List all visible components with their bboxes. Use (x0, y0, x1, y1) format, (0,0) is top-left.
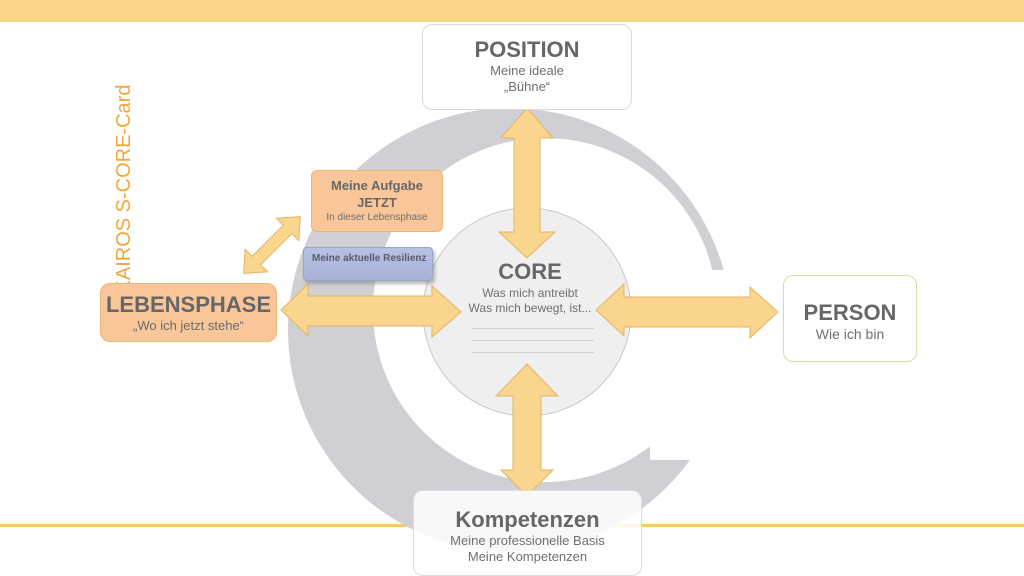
aufgabe-line1: Meine Aufgabe (331, 178, 423, 193)
core-line2: Was mich bewegt, ist... (468, 301, 592, 315)
lebensphase-box: LEBENSPHASE „Wo ich jetzt stehe“ (100, 283, 277, 342)
core-text: CORE Was mich antreibt Was mich bewegt, … (442, 258, 618, 316)
position-title: POSITION (474, 37, 580, 62)
arrow-lebensphase-core (280, 282, 462, 339)
core-writing-line (472, 352, 594, 353)
position-line2: „Bühne“ (503, 79, 551, 94)
resilienz-label: Meine aktuelle Resilienz (312, 253, 427, 264)
resilienz-box: Meine aktuelle Resilienz (303, 247, 433, 281)
core-title: CORE (498, 259, 562, 284)
top-band (0, 0, 1024, 22)
lebensphase-line1: „Wo ich jetzt stehe“ (132, 318, 245, 333)
core-writing-line (472, 340, 594, 341)
kompetenzen-box: Kompetenzen Meine professionelle Basis M… (413, 490, 642, 576)
arrow-lebensphase-aufgabe (243, 216, 301, 274)
aufgabe-box: Meine Aufgabe JETZT In dieser Lebensphas… (311, 170, 443, 232)
arrow-core-person (595, 282, 779, 340)
position-line1: Meine ideale (490, 63, 564, 78)
person-title: PERSON (803, 300, 897, 325)
aufgabe-line3: In dieser Lebensphase (326, 212, 428, 223)
core-line1: Was mich antreibt (482, 286, 578, 300)
core-writing-line (472, 328, 594, 329)
person-line1: Wie ich bin (815, 326, 885, 342)
person-box: PERSON Wie ich bin (783, 275, 917, 362)
position-box: POSITION Meine ideale „Bühne“ (422, 24, 632, 110)
kompetenzen-line2: Meine Kompetenzen (467, 549, 588, 564)
aufgabe-line2: JETZT (357, 195, 397, 210)
kompetenzen-title: Kompetenzen (455, 507, 600, 532)
lebensphase-title: LEBENSPHASE (105, 292, 272, 317)
arrow-position-core (497, 107, 557, 259)
kompetenzen-line1: Meine professionelle Basis (450, 533, 605, 548)
